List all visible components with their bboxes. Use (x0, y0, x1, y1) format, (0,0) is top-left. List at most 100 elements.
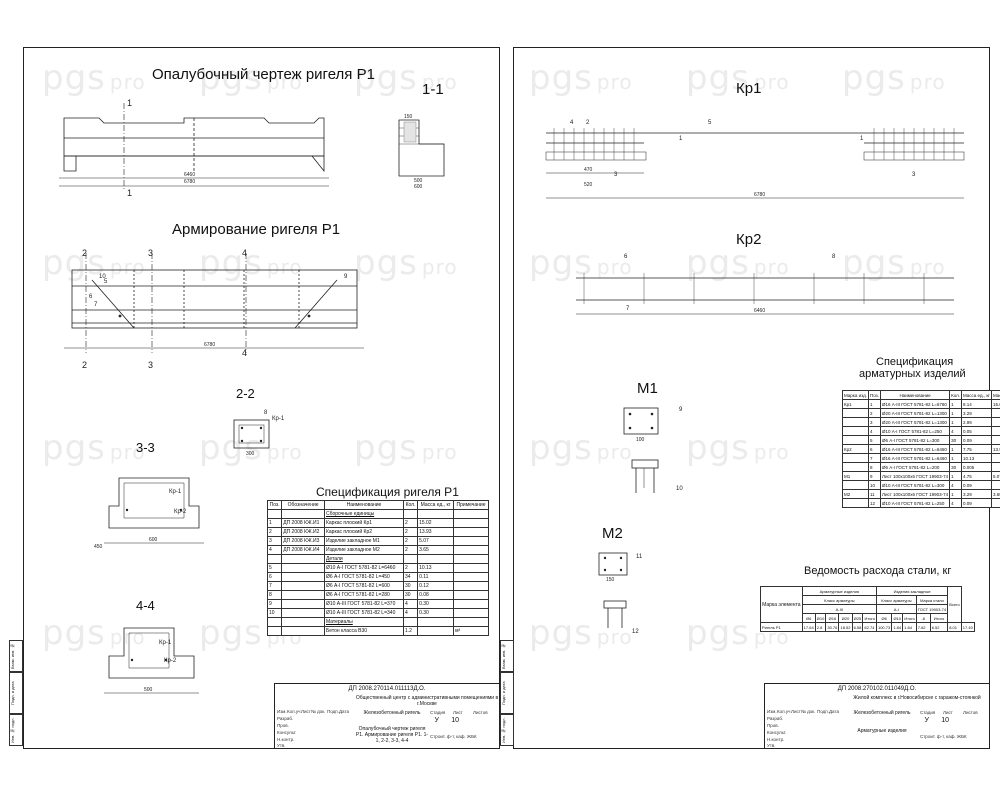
dim-300: 300 (246, 451, 255, 457)
dim-150: 150 (404, 114, 413, 120)
section-1-1-title: 1-1 (422, 81, 444, 98)
organization: Строит. ф-т, каф. ЖБК (430, 734, 477, 739)
formwork-title: Опалубочный чертеж ригеля Р1 (152, 66, 375, 83)
m2-title: М2 (602, 525, 623, 542)
kp1-mark-3: 3 (614, 172, 618, 178)
dim-150: 150 (606, 577, 615, 583)
dim-470: 470 (584, 167, 593, 173)
side-strip-inventory-right: Инв. № подл. (500, 714, 514, 746)
side-strip-replaced-right: Взам. инв. № (500, 640, 514, 672)
mark-kp1-b: Кр-1 (169, 489, 182, 495)
mark-7: 7 (94, 302, 98, 308)
sheet-number: 10 (451, 717, 459, 724)
cut-mark-1-bottom: 1 (127, 188, 132, 198)
dim-520: 520 (584, 182, 593, 188)
side-strip-inventory: Инв. № подл. (9, 714, 23, 746)
cut-mark-4-bottom: 4 (242, 348, 247, 358)
left-drawings: 6780 6460 6780 500 600 150 300 600 500 4… (59, 98, 445, 694)
kp1-mark-1b: 1 (860, 136, 864, 142)
document-code: ДП 2008.270102.011049Д.О. (837, 686, 917, 692)
mark-6: 6 (89, 294, 93, 300)
dim-500-b: 500 (144, 687, 153, 693)
kp2-length: 6460 (754, 308, 765, 314)
spec-title: Спецификация ригеля Р1 (316, 485, 459, 499)
dim-length: 6780 (184, 179, 195, 185)
document-code: ДП 2008.270114.011113Д.О. (348, 686, 426, 692)
dim-reinf-length: 6780 (204, 342, 215, 348)
section-2-2-title: 2-2 (236, 386, 255, 401)
stage-value: У (924, 717, 929, 724)
project-name: Общественный центр с административными п… (355, 695, 499, 707)
mark-8: 8 (264, 410, 268, 416)
kp1-mark-3b: 3 (912, 172, 916, 178)
m1-mark-9: 9 (679, 407, 683, 413)
kp1-title: Кр1 (736, 80, 762, 97)
kp2-title: Кр2 (736, 231, 762, 248)
mark-kp1-c: Кр-1 (159, 640, 172, 646)
cut-mark-3-bottom: 3 (148, 360, 153, 370)
mark-kp2-b: Кр-2 (164, 658, 177, 664)
cut-mark-2-bottom: 2 (82, 360, 87, 370)
right-drawings: 6780 6460 470 520 100 150 4 2 5 1 1 3 3 … (545, 120, 965, 635)
spec-title-1: Спецификация (876, 356, 954, 368)
title-block-right: ДП 2008.270102.011049Д.О. Жилой комплекс… (764, 683, 990, 749)
object-name: Железобетонный ригель (853, 710, 911, 716)
side-strip-signature: Подп. и дата (9, 672, 23, 714)
steel-title: Ведомость расхода стали, кг (804, 565, 952, 577)
dim-600: 600 (414, 184, 423, 190)
object-name: Железобетонный ригель (363, 710, 421, 716)
m1-mark-10: 10 (676, 486, 683, 492)
m2-mark-11: 11 (636, 554, 643, 560)
mark-5: 5 (104, 279, 108, 285)
section-3-3-title: 3-3 (136, 440, 155, 455)
m2-mark-12: 12 (632, 629, 639, 635)
mark-kp2: Кр-2 (174, 509, 187, 515)
cut-mark-4-top: 4 (242, 248, 247, 258)
title-block-left: ДП 2008.270114.011113Д.О. Общественный ц… (274, 683, 500, 749)
kp1-mark-4: 4 (570, 120, 574, 126)
spec-title-2: арматурных изделий (859, 368, 966, 380)
sheet-number: 10 (941, 717, 949, 724)
dim-100: 100 (636, 437, 645, 443)
kp1-mark-5: 5 (708, 120, 712, 126)
stage-value: У (434, 717, 439, 724)
kp1-length: 6780 (754, 192, 765, 198)
dim-450: 450 (94, 544, 103, 550)
